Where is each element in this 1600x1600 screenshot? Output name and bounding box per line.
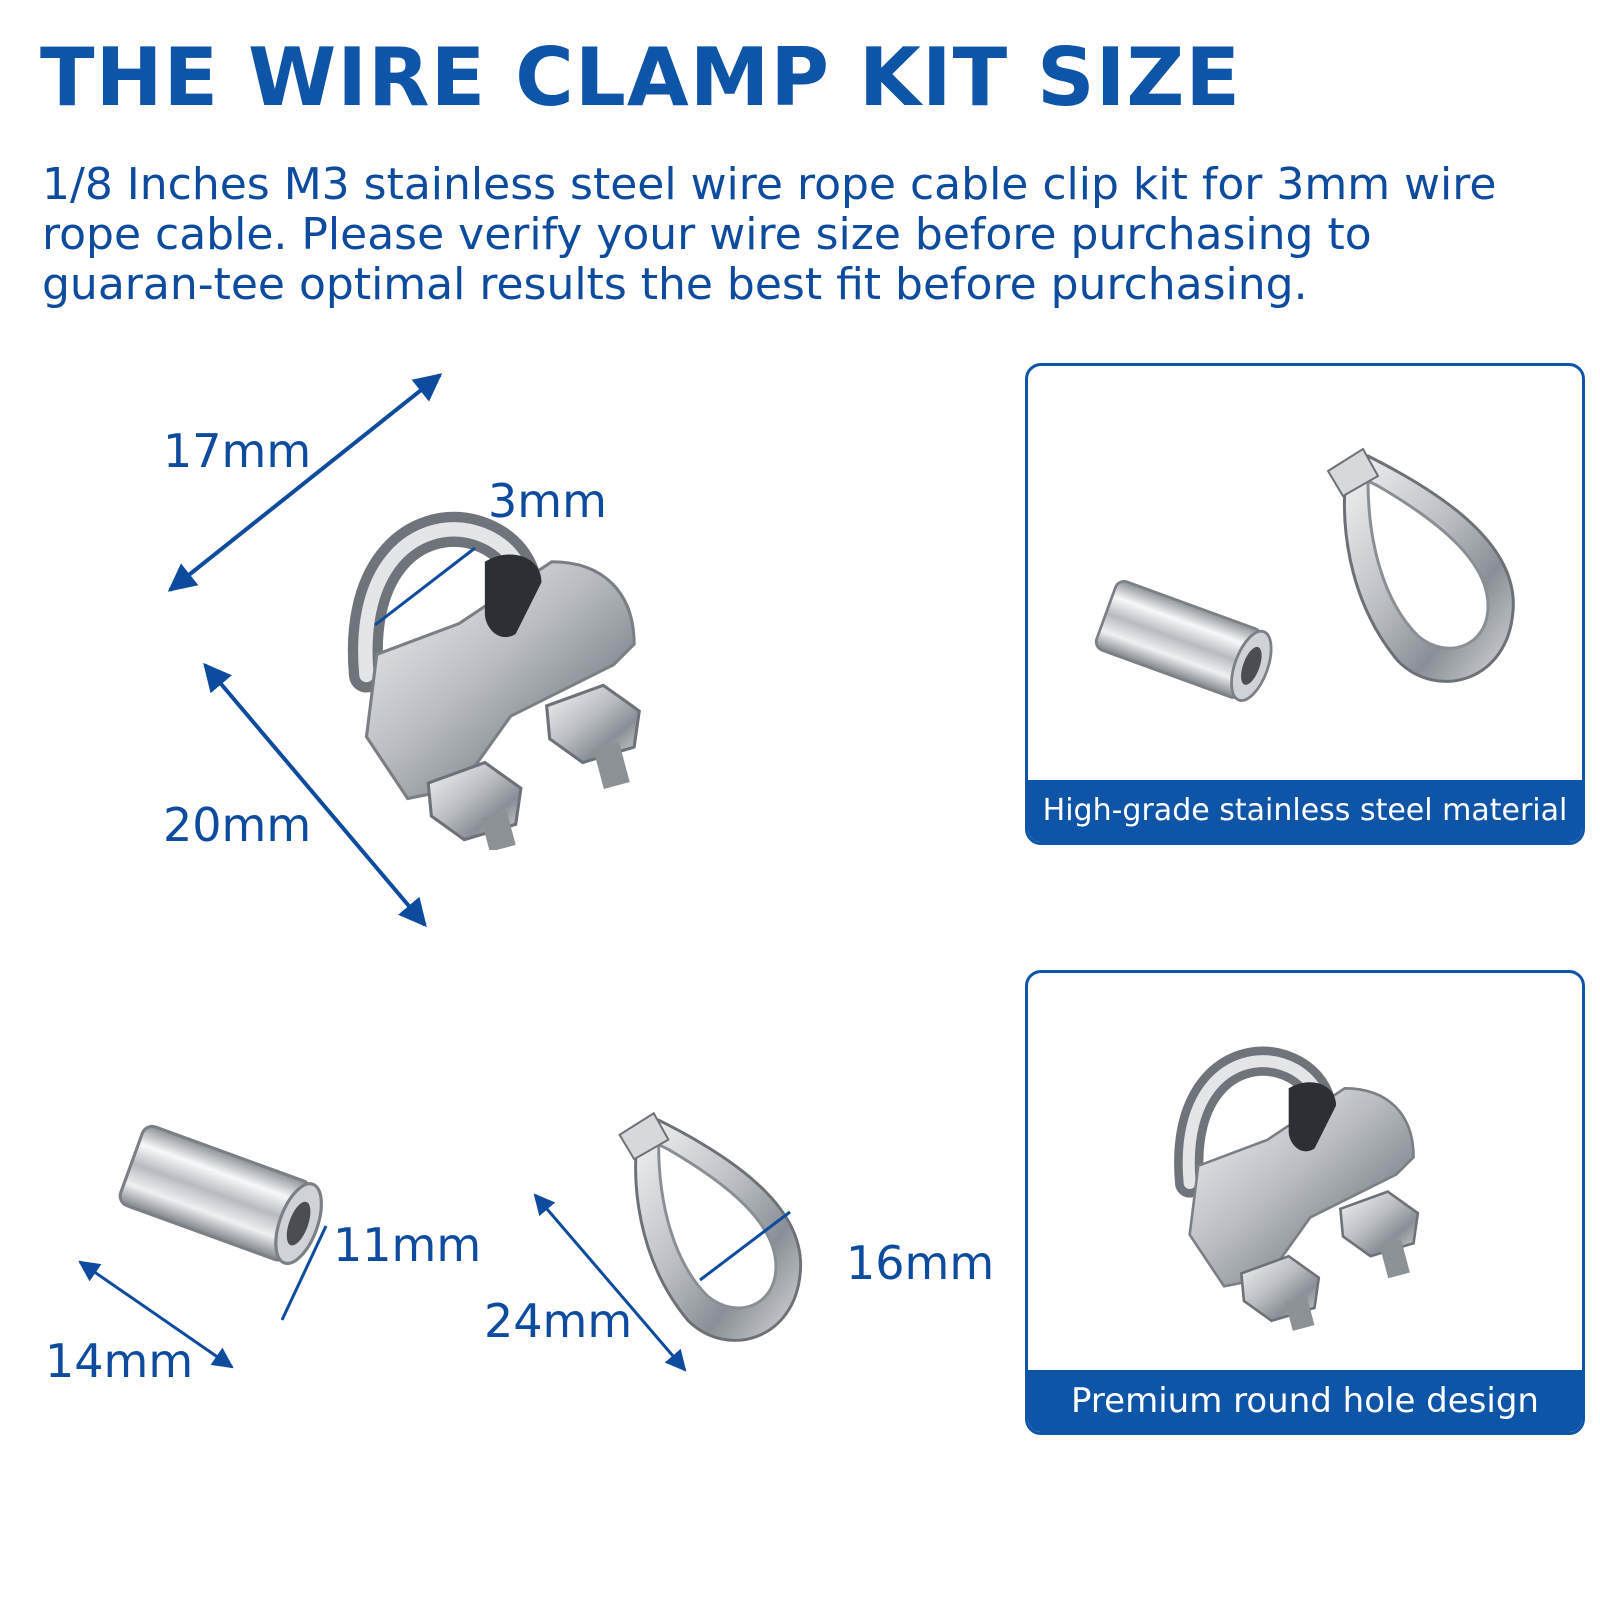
dimension-label-14mm: 14mm bbox=[45, 1334, 194, 1388]
page-title: THE WIRE CLAMP KIT SIZE bbox=[40, 31, 1242, 124]
feature-panel-design: Premium round hole design bbox=[1025, 970, 1585, 1435]
dimension-arrow-icon bbox=[203, 662, 427, 928]
dimension-arrow-icon bbox=[167, 373, 443, 592]
thimble-icon bbox=[1326, 447, 1515, 683]
panel-illustration bbox=[1028, 973, 1585, 1435]
dimension-arrow-icon bbox=[533, 1193, 687, 1372]
dimension-label-17mm: 17mm bbox=[163, 424, 312, 478]
dimension-label-20mm: 20mm bbox=[163, 798, 312, 852]
panel-illustration bbox=[1091, 447, 1515, 708]
dimension-label-16mm: 16mm bbox=[846, 1236, 995, 1290]
dimension-line bbox=[374, 546, 476, 627]
dimension-line bbox=[280, 1225, 328, 1321]
product-description: 1/8 Inches M3 stainless steel wire rope … bbox=[42, 159, 1497, 310]
dimension-arrow-icon bbox=[78, 1260, 234, 1369]
panel-caption: High-grade stainless steel material bbox=[1028, 780, 1582, 842]
aluminum-sleeve-icon bbox=[115, 1121, 333, 1272]
dimension-line bbox=[699, 1210, 791, 1282]
dimension-label-3mm: 3mm bbox=[488, 474, 607, 528]
thimble-icon bbox=[618, 1111, 803, 1342]
wire-rope-clip-icon bbox=[1189, 1061, 1418, 1331]
feature-panel-material: High-grade stainless steel material bbox=[1025, 363, 1585, 845]
panel-caption: Premium round hole design bbox=[1028, 1370, 1582, 1432]
dimension-label-24mm: 24mm bbox=[484, 1294, 633, 1348]
aluminum-sleeve-icon bbox=[1091, 577, 1281, 708]
dimension-label-11mm: 11mm bbox=[333, 1218, 482, 1272]
wire-rope-clip-icon bbox=[365, 529, 639, 851]
